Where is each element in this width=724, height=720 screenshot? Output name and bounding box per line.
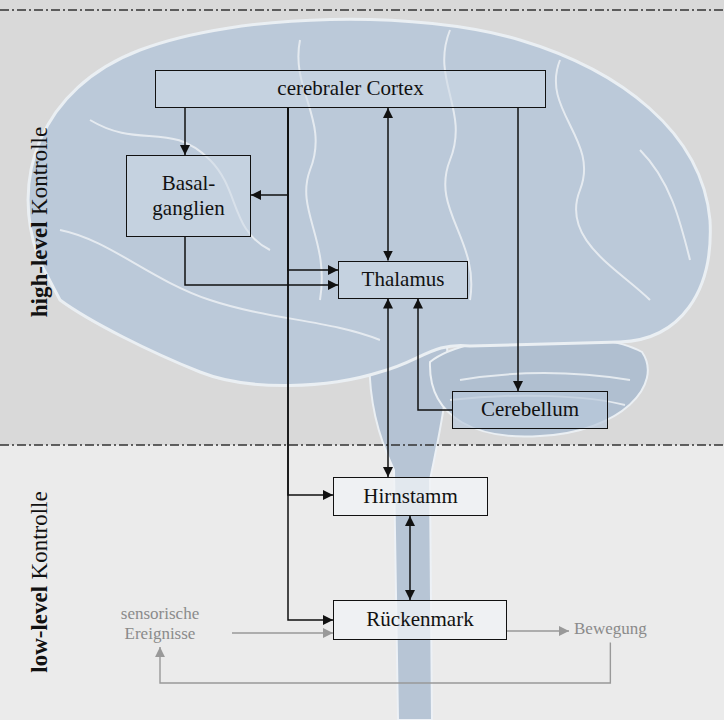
- connector-arrow: [288, 108, 333, 620]
- box-label: Basal- ganglien: [134, 171, 243, 221]
- level-name: low-level: [27, 586, 52, 673]
- cerebrum-shape: [28, 19, 710, 385]
- feedback-arrow: [232, 632, 333, 633]
- feedback-arrow: [160, 643, 610, 683]
- connector-arrow: [288, 108, 333, 495]
- connector-arrow: [418, 299, 452, 411]
- connector-arrow: [409, 516, 411, 600]
- level-name: high-level: [27, 221, 52, 317]
- box-label: Rückenmark: [366, 607, 473, 632]
- dash-dot-divider: [0, 444, 724, 445]
- connector-arrow: [387, 108, 389, 261]
- dash-dot-divider: [0, 9, 724, 10]
- gyrus-line: [90, 120, 270, 250]
- connector-arrow: [185, 237, 338, 285]
- process-box: Basal- ganglien: [126, 155, 251, 237]
- connector-arrow: [288, 108, 338, 270]
- sensor-label: sensorische Ereignisse: [92, 604, 228, 643]
- process-box: Hirnstamm: [333, 477, 488, 516]
- high-level-region: [0, 0, 724, 445]
- box-label: Hirnstamm: [363, 484, 458, 509]
- process-box: Rückenmark: [333, 600, 507, 640]
- process-box: cerebraler Cortex: [155, 70, 546, 108]
- connector-arrow: [387, 299, 389, 478]
- output-label: Bewegung: [574, 619, 647, 639]
- level-label: low-level Kontrolle: [27, 491, 53, 672]
- gyri-lines: [60, 30, 690, 405]
- connector-arrow: [517, 108, 519, 391]
- process-box: Thalamus: [338, 261, 468, 299]
- process-box: Cerebellum: [452, 391, 608, 429]
- box-label: Cerebellum: [481, 397, 579, 422]
- gyrus-line: [640, 150, 690, 260]
- level-word: Kontrolle: [27, 127, 52, 215]
- low-level-region: [0, 445, 724, 720]
- level-label: high-level Kontrolle: [27, 127, 53, 317]
- cerebellum-fold: [460, 373, 630, 380]
- feedback-arrow: [507, 630, 569, 631]
- cerebellum-shape: [430, 336, 648, 437]
- level-word: Kontrolle: [27, 491, 52, 579]
- box-label: Thalamus: [362, 267, 445, 292]
- gyrus-line: [556, 60, 650, 300]
- gyrus-line: [60, 230, 380, 340]
- brain-illustration: [28, 19, 710, 720]
- connector-arrow: [184, 108, 186, 155]
- connector-arrow: [251, 108, 288, 195]
- box-label: cerebraler Cortex: [277, 76, 423, 101]
